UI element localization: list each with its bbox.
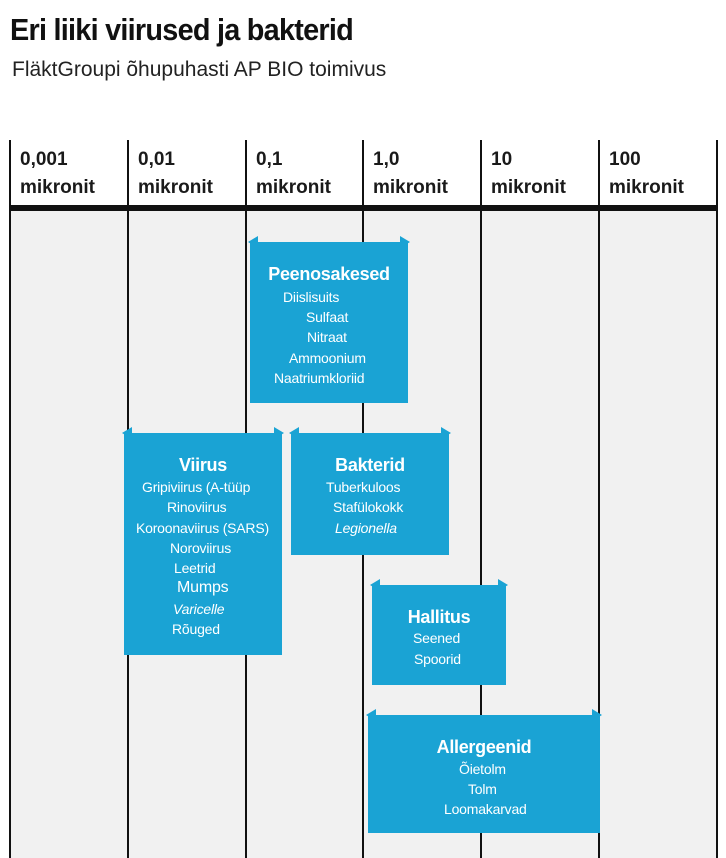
range-arrow-left <box>248 236 258 248</box>
gridline-5 <box>598 140 600 858</box>
column-unit: mikronit <box>256 177 331 198</box>
column-header-10-micron: 10 mikronit <box>491 146 566 202</box>
list-item: Spoorid <box>414 651 461 667</box>
column-value: 100 <box>609 149 641 170</box>
viirus-title: Viirus <box>179 455 227 475</box>
list-item: Seened <box>413 630 461 646</box>
column-header-10: 1,0 mikronit <box>373 146 448 202</box>
viirus-box: Viirus Gripiviirus (A-tüüp Rinoviirus Ko… <box>122 427 284 655</box>
column-unit: mikronit <box>138 177 213 198</box>
allergeenid-title: Allergeenid <box>436 737 532 757</box>
list-item: Stafülokokk <box>333 499 404 515</box>
hallitus-title: Hallitus <box>407 607 471 627</box>
list-item: Naatriumkloriid <box>274 370 365 386</box>
column-value: 0,01 <box>138 149 175 170</box>
list-item: Varicelle <box>173 601 225 617</box>
list-item: Rinoviirus <box>167 499 227 515</box>
range-arrow-right <box>441 427 451 439</box>
list-item: Nitraat <box>307 329 347 345</box>
range-arrow-right <box>400 236 410 248</box>
list-item: Rõuged <box>172 621 220 637</box>
range-arrow-left <box>122 427 132 439</box>
bakterid-title: Bakterid <box>335 455 405 475</box>
range-arrow-left <box>289 427 299 439</box>
hallitus-box: Hallitus Seened Spoorid <box>370 579 508 685</box>
column-value: 10 <box>491 149 513 170</box>
list-item: Koroonaviirus (SARS) <box>136 520 269 536</box>
list-item: Gripiviirus (A-tüüp <box>142 479 251 495</box>
column-unit: mikronit <box>373 177 448 198</box>
allergeenid-box: Allergeenid Õietolm Tolm Loomakarvad <box>366 709 602 833</box>
list-item: Tuberkuloos <box>326 479 401 495</box>
gridline-4 <box>480 140 482 858</box>
gridline-6 <box>716 140 718 858</box>
list-item: Noroviirus <box>170 540 232 556</box>
list-item: Ammoonium <box>289 350 366 366</box>
list-item: Leetrid <box>174 560 216 576</box>
column-value: 0,1 <box>256 149 283 170</box>
list-item: Sulfaat <box>306 309 349 325</box>
column-header-01: 0,1 mikronit <box>256 146 331 202</box>
column-value: 0,001 <box>20 149 68 170</box>
list-item: Tolm <box>468 781 497 797</box>
column-unit: mikronit <box>491 177 566 198</box>
range-arrow-right <box>274 427 284 439</box>
column-value: 1,0 <box>373 149 400 170</box>
page-title: Eri liiki viirused ja bakterid <box>10 12 354 47</box>
list-item: Loomakarvad <box>444 801 527 817</box>
range-arrow-right <box>498 579 508 591</box>
bakterid-box: Bakterid Tuberkuloos Stafülokokk Legione… <box>289 427 451 555</box>
page-subtitle: FläktGroupi õhupuhasti AP BIO toimivus <box>12 58 387 81</box>
range-arrow-left <box>370 579 380 591</box>
header-bar <box>10 205 718 211</box>
gridline-0 <box>9 140 11 858</box>
range-arrow-left <box>366 709 376 721</box>
range-arrow-right <box>592 709 602 721</box>
list-item: Õietolm <box>459 761 506 777</box>
peenosakesed-box: Peenosakesed Diislisuits Sulfaat Nitraat… <box>248 236 410 403</box>
column-unit: mikronit <box>20 177 95 198</box>
column-header-100: 100 mikronit <box>609 146 684 202</box>
column-header-0001: 0,001 mikronit <box>20 146 95 202</box>
list-item: Diislisuits <box>283 289 340 305</box>
list-item: Legionella <box>335 520 397 536</box>
column-header-001: 0,01 mikronit <box>138 146 213 202</box>
column-unit: mikronit <box>609 177 684 198</box>
peenosakesed-title: Peenosakesed <box>268 264 390 284</box>
list-item: Mumps <box>177 579 229 596</box>
